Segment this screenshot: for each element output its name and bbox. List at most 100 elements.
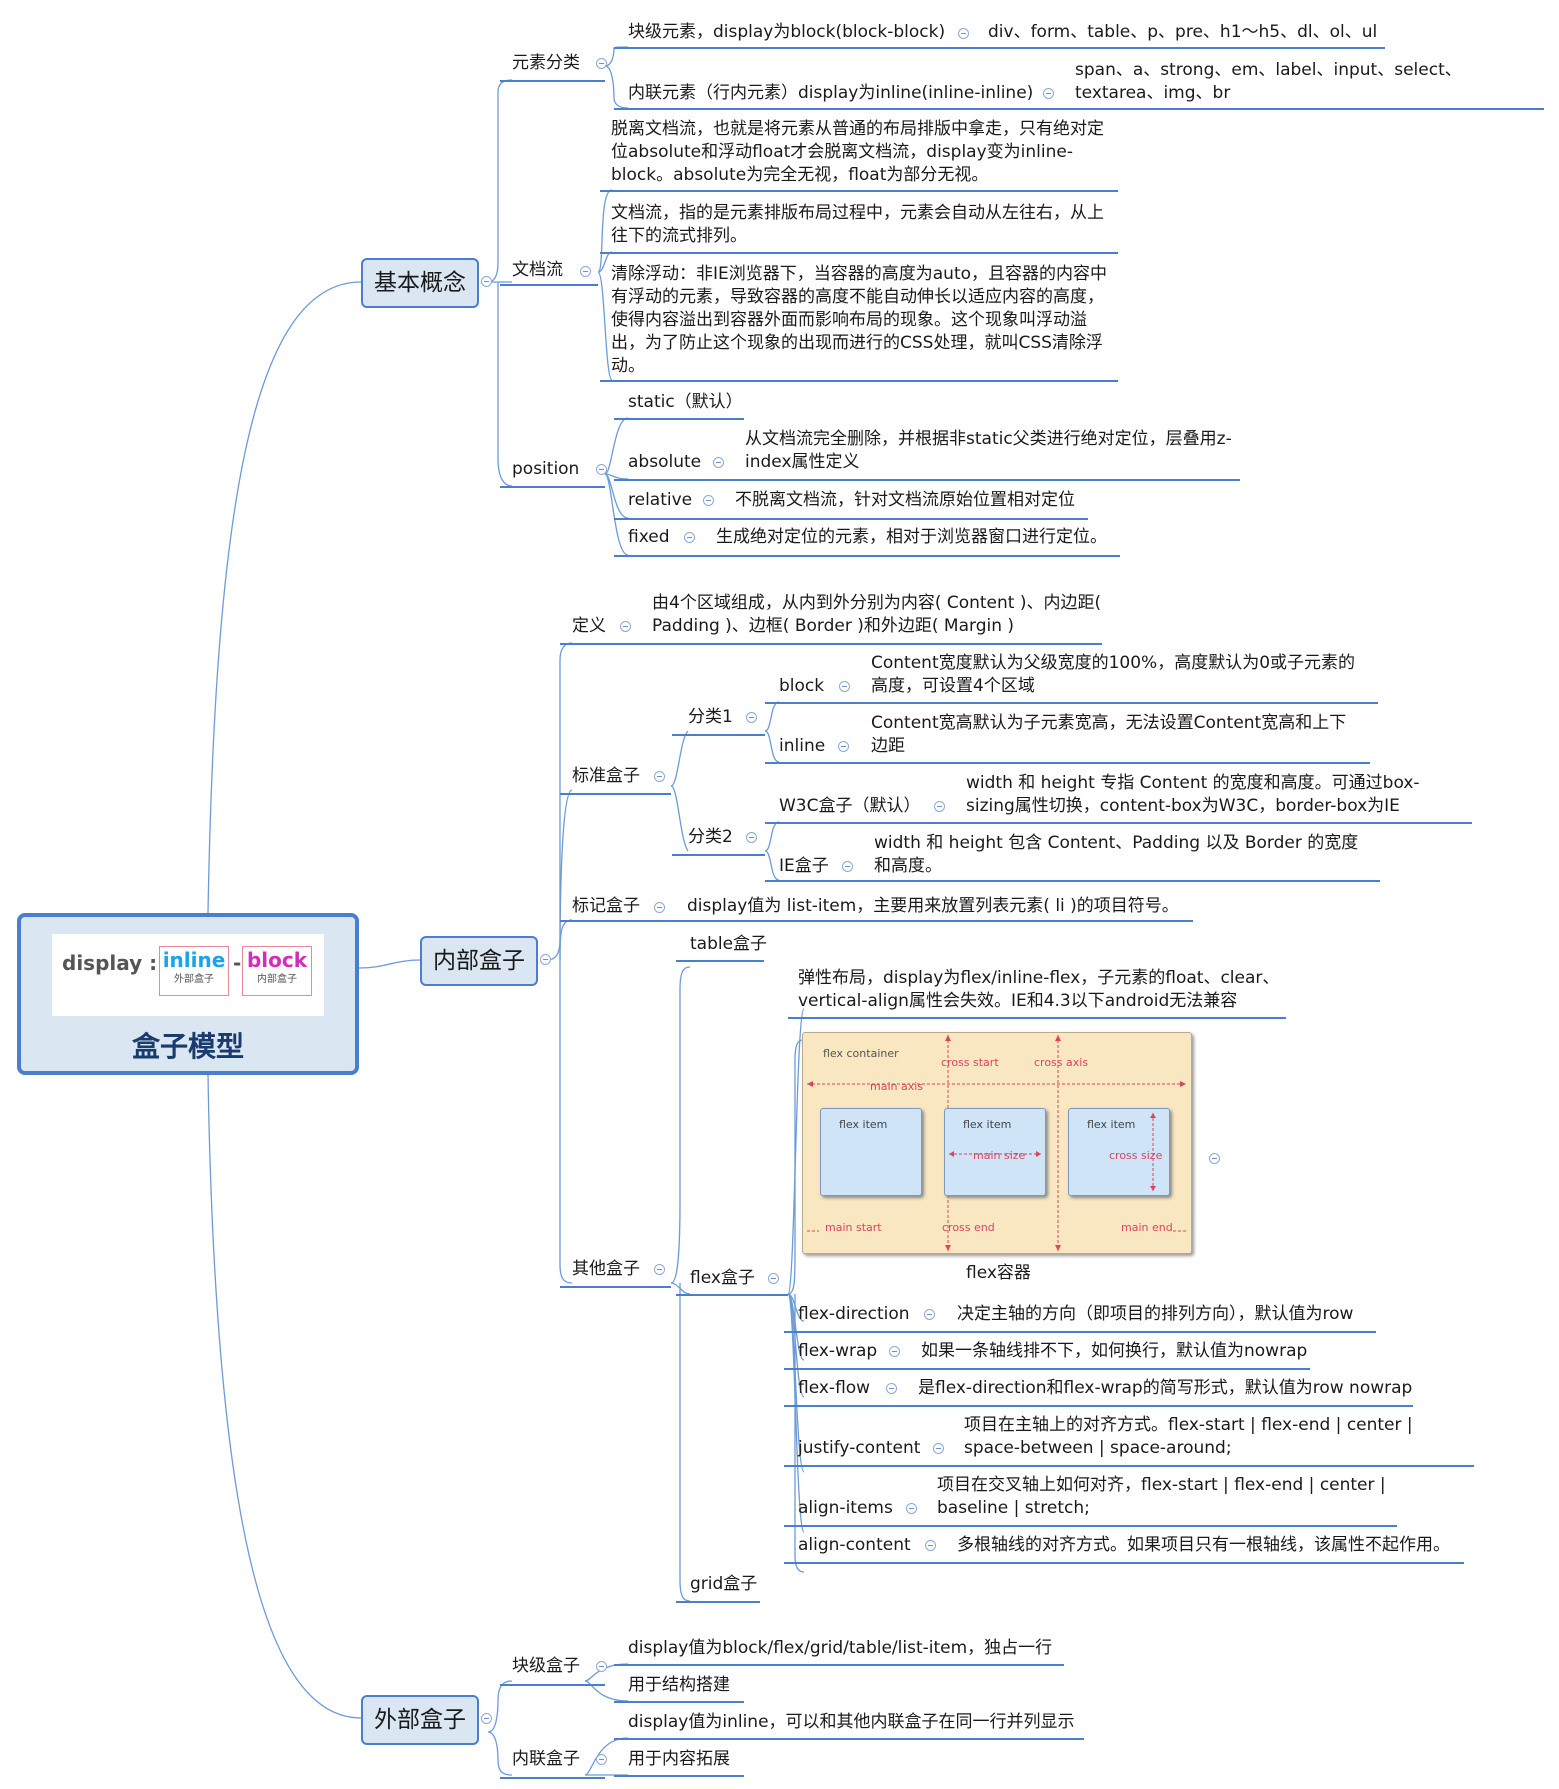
collapse-toggle-icon[interactable] [768,1273,779,1284]
collapse-toggle-icon[interactable] [746,712,757,723]
collapse-toggle-icon[interactable] [933,1443,944,1454]
flex-item-3: flex item cross size [1068,1108,1170,1196]
node-standard-box[interactable]: 标准盒子 [572,766,640,786]
underline [676,1601,760,1603]
topic-outer-box[interactable]: 外部盒子 [361,1695,479,1745]
node-block[interactable]: block [779,676,825,696]
underline [784,1465,954,1467]
underline [560,1286,671,1288]
banner-dash: - [233,951,242,975]
collapse-toggle-icon[interactable] [842,861,853,872]
underline [672,854,765,856]
underline [908,1405,1413,1407]
node-align-content[interactable]: align-content [798,1535,911,1555]
collapse-toggle-icon[interactable] [540,954,551,965]
collapse-toggle-icon[interactable] [596,1661,607,1672]
collapse-toggle-icon[interactable] [620,621,631,632]
collapse-toggle-icon[interactable] [596,1754,607,1765]
collapse-toggle-icon[interactable] [746,832,757,843]
node-classification-2[interactable]: 分类2 [688,827,733,847]
main-start-label: main start [825,1221,882,1234]
main-size-label: main size [973,1149,1026,1162]
collapse-toggle-icon[interactable] [654,771,665,782]
topic-basic-concepts[interactable]: 基本概念 [361,258,479,308]
node-justify-content[interactable]: justify-content [798,1438,921,1458]
collapse-toggle-icon[interactable] [838,741,849,752]
underline [500,80,605,82]
collapse-toggle-icon[interactable] [580,266,591,277]
underline [910,1368,1310,1370]
collapse-toggle-icon[interactable] [1043,88,1054,99]
node-align-items[interactable]: align-items [798,1498,893,1518]
node-flex-box[interactable]: flex盒子 [690,1268,755,1288]
collapse-toggle-icon[interactable] [481,1713,492,1724]
node-docflow-detach: 脱离文档流，也就是将元素从普通的布局排版中拿走，只有绝对定位absolute和浮… [611,119,1104,185]
node-position-relative[interactable]: relative [628,490,693,510]
underline [721,518,1088,520]
underline [500,1684,605,1686]
underline [765,880,863,882]
node-definition-desc: 由4个区域组成，从内到外分别为内容( Content )、内边距( Paddin… [652,593,1102,636]
banner-inline-text: inline [162,948,226,972]
banner-block-text: block [246,948,308,972]
node-w3c-box[interactable]: W3C盒子（默认） [779,796,921,816]
node-document-flow[interactable]: 文档流 [512,260,563,280]
node-definition[interactable]: 定义 [572,616,606,636]
node-inline-box[interactable]: 内联盒子 [512,1749,580,1769]
collapse-toggle-icon[interactable] [684,532,695,543]
collapse-toggle-icon[interactable] [924,1309,935,1320]
node-ie-desc: width 和 height 包含 Content、Padding 以及 Bor… [874,833,1359,876]
banner-block-box: block 内部盒子 [242,946,312,996]
underline [676,960,764,962]
node-other-boxes[interactable]: 其他盒子 [572,1259,640,1279]
node-position-absolute[interactable]: absolute [628,452,702,472]
collapse-toggle-icon[interactable] [958,28,969,39]
collapse-toggle-icon[interactable] [906,1503,917,1514]
node-table-box[interactable]: table盒子 [690,934,768,954]
node-flex-intro: 弹性布局，display为flex/inline-flex，子元素的float、… [798,968,1280,1011]
collapse-toggle-icon[interactable] [839,681,850,692]
node-position-absolute-desc: 从文档流完全删除，并根据非static父类进行绝对定位，层叠用z-index属性… [745,429,1232,472]
node-block-elements[interactable]: 块级元素，display为block(block-block) [628,22,946,42]
node-classification-1[interactable]: 分类1 [688,707,733,727]
underline [614,479,732,481]
node-position-static[interactable]: static（默认） [628,392,743,412]
collapse-toggle-icon[interactable] [596,58,607,69]
underline [954,1465,1474,1467]
node-block-box[interactable]: 块级盒子 [512,1656,580,1676]
node-grid-box[interactable]: grid盒子 [690,1574,758,1594]
collapse-toggle-icon[interactable] [654,1264,665,1275]
collapse-toggle-icon[interactable] [654,902,665,913]
underline [784,1562,946,1564]
node-block-box-desc1: display值为block/flex/grid/table/list-item… [628,1638,1053,1658]
node-ie-box[interactable]: IE盒子 [779,856,829,876]
topic-inner-box[interactable]: 内部盒子 [420,936,538,986]
node-position-fixed[interactable]: fixed [628,527,670,547]
root-node[interactable]: display : inline 外部盒子 - block 内部盒子 盒子模型 [17,913,359,1075]
node-position[interactable]: position [512,459,580,479]
collapse-toggle-icon[interactable] [596,464,607,475]
node-docflow-clear-float: 清除浮动：非IE浏览器下，当容器的高度为auto，且容器的内容中有浮动的元素，导… [611,264,1108,376]
collapse-toggle-icon[interactable] [481,276,492,287]
collapse-toggle-icon[interactable] [925,1540,936,1551]
node-element-types[interactable]: 元素分类 [512,53,580,73]
node-inline-elements[interactable]: 内联元素（行内元素）display为inline(inline-inline) [628,83,1034,103]
banner-block-sub: 内部盒子 [257,974,297,985]
collapse-toggle-icon[interactable] [934,801,945,812]
node-inline[interactable]: inline [779,736,826,756]
underline [614,1701,744,1703]
collapse-toggle-icon[interactable] [1209,1153,1220,1164]
underline [860,702,1378,704]
collapse-toggle-icon[interactable] [713,457,724,468]
node-flex-wrap[interactable]: flex-wrap [798,1341,878,1361]
collapse-toggle-icon[interactable] [703,495,714,506]
collapse-toggle-icon[interactable] [886,1383,897,1394]
node-flex-flow[interactable]: flex-flow [798,1378,871,1398]
collapse-toggle-icon[interactable] [889,1346,900,1357]
underline [614,418,744,420]
node-marker-box[interactable]: 标记盒子 [572,896,640,916]
underline [644,643,1102,645]
node-block-element-list: div、form、table、p、pre、h1～h5、dl、ol、ul [988,22,1378,42]
node-flex-direction-desc: 决定主轴的方向（即项目的排列方向），默认值为row [957,1304,1354,1324]
node-flex-direction[interactable]: flex-direction [798,1304,910,1324]
